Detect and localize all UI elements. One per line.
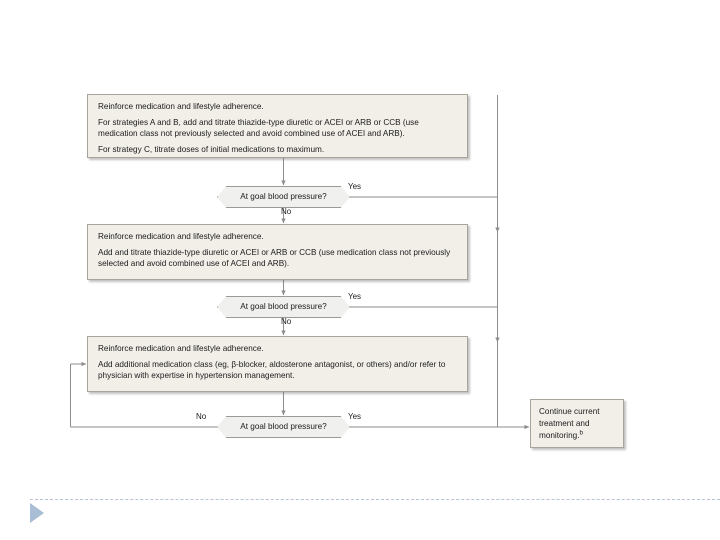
step3-line2: Add additional medication class (eg, β-b… — [98, 359, 446, 381]
decision-at-goal-blood-pressure-2[interactable]: At goal blood pressure? — [217, 296, 350, 318]
footer-divider — [30, 499, 720, 500]
step3-line1: Reinforce medication and lifestyle adher… — [98, 344, 264, 353]
terminal-box-continue-treatment: Continue current treatment and monitorin… — [530, 399, 624, 448]
flowchart-connectors — [70, 95, 530, 430]
step2-line2: Add and titrate thiazide-type diuretic o… — [98, 247, 451, 269]
step1-line2: For strategies A and B, add and titrate … — [98, 117, 419, 139]
terminal-footnote-marker: b — [579, 429, 583, 437]
process-box-step3: Reinforce medication and lifestyle adher… — [87, 336, 468, 392]
flowchart: Reinforce medication and lifestyle adher… — [70, 94, 624, 448]
branch-label-no-3: No — [196, 412, 207, 421]
step2-line1: Reinforce medication and lifestyle adher… — [98, 232, 264, 241]
play-triangle-icon — [30, 503, 44, 523]
decision-at-goal-blood-pressure-1[interactable]: At goal blood pressure? — [217, 186, 350, 208]
decision-at-goal-blood-pressure-3[interactable]: At goal blood pressure? — [217, 416, 350, 438]
step1-line3: For strategy C, titrate doses of initial… — [98, 144, 325, 154]
branch-label-no-1: No — [281, 207, 292, 216]
branch-label-no-2: No — [281, 317, 292, 326]
branch-label-yes-1: Yes — [348, 182, 362, 191]
step1-line1: Reinforce medication and lifestyle adher… — [98, 102, 264, 111]
branch-label-yes-3: Yes — [348, 412, 362, 421]
terminal-text: Continue current treatment and monitorin… — [539, 407, 600, 440]
branch-label-yes-2: Yes — [348, 292, 362, 301]
process-box-step2: Reinforce medication and lifestyle adher… — [87, 224, 468, 280]
process-box-step1: Reinforce medication and lifestyle adher… — [87, 94, 468, 158]
